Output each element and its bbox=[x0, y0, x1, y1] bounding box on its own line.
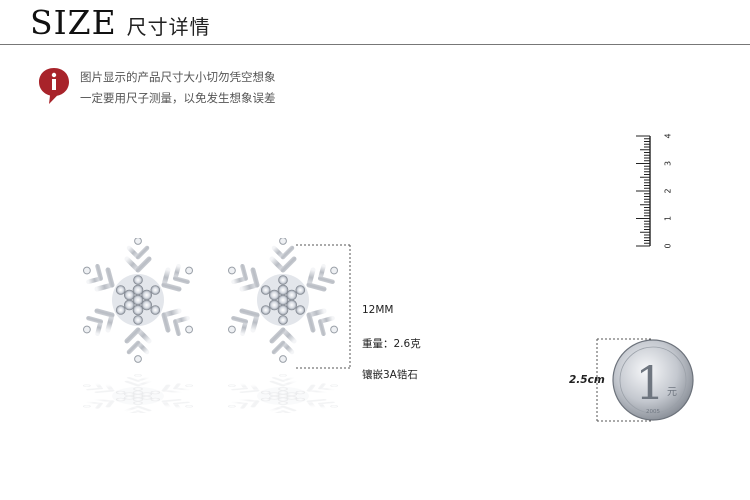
spec-size: 12MM bbox=[362, 304, 394, 316]
notice-text: 图片显示的产品尺寸大小切勿凭空想象 一定要用尺子测量，以免发生想象误差 bbox=[80, 66, 276, 109]
notice-line-2: 一定要用尺子测量，以免发生想象误差 bbox=[80, 91, 276, 105]
ruler-labels: 0 1 2 3 4 bbox=[664, 133, 673, 248]
ruler-ticks bbox=[636, 135, 651, 247]
size-dimension-bracket bbox=[296, 244, 351, 369]
coin-unit: 元 bbox=[667, 387, 677, 398]
spec-stone: 镶嵌3A锆石 bbox=[362, 369, 418, 381]
coin-denomination: 1 bbox=[635, 356, 664, 410]
ruler-label: 3 bbox=[664, 161, 673, 166]
ruler-label: 4 bbox=[664, 133, 673, 138]
header-divider bbox=[0, 44, 750, 45]
info-icon bbox=[39, 68, 69, 104]
coin-diameter-label: 2.5cm bbox=[569, 374, 605, 386]
ruler-label: 1 bbox=[664, 216, 673, 221]
page-title: SIZE bbox=[30, 3, 117, 42]
notice-line-1: 图片显示的产品尺寸大小切勿凭空想象 bbox=[80, 70, 276, 84]
page-subtitle: 尺寸详情 bbox=[126, 15, 211, 39]
coin-year: 2005 bbox=[646, 409, 660, 415]
coin-reference: 1 元 2005 bbox=[596, 338, 694, 422]
measuring-ruler: 0 1 2 3 4 bbox=[636, 133, 673, 249]
spec-weight: 重量：2.6克 bbox=[362, 338, 421, 350]
ruler-label: 0 bbox=[664, 243, 673, 248]
page-header: SIZE 尺寸详情 bbox=[30, 3, 211, 42]
measurement-notice: 图片显示的产品尺寸大小切勿凭空想象 一定要用尺子测量，以免发生想象误差 bbox=[37, 66, 276, 109]
snowflake-earring-left bbox=[73, 238, 203, 413]
ruler-label: 2 bbox=[664, 188, 673, 193]
